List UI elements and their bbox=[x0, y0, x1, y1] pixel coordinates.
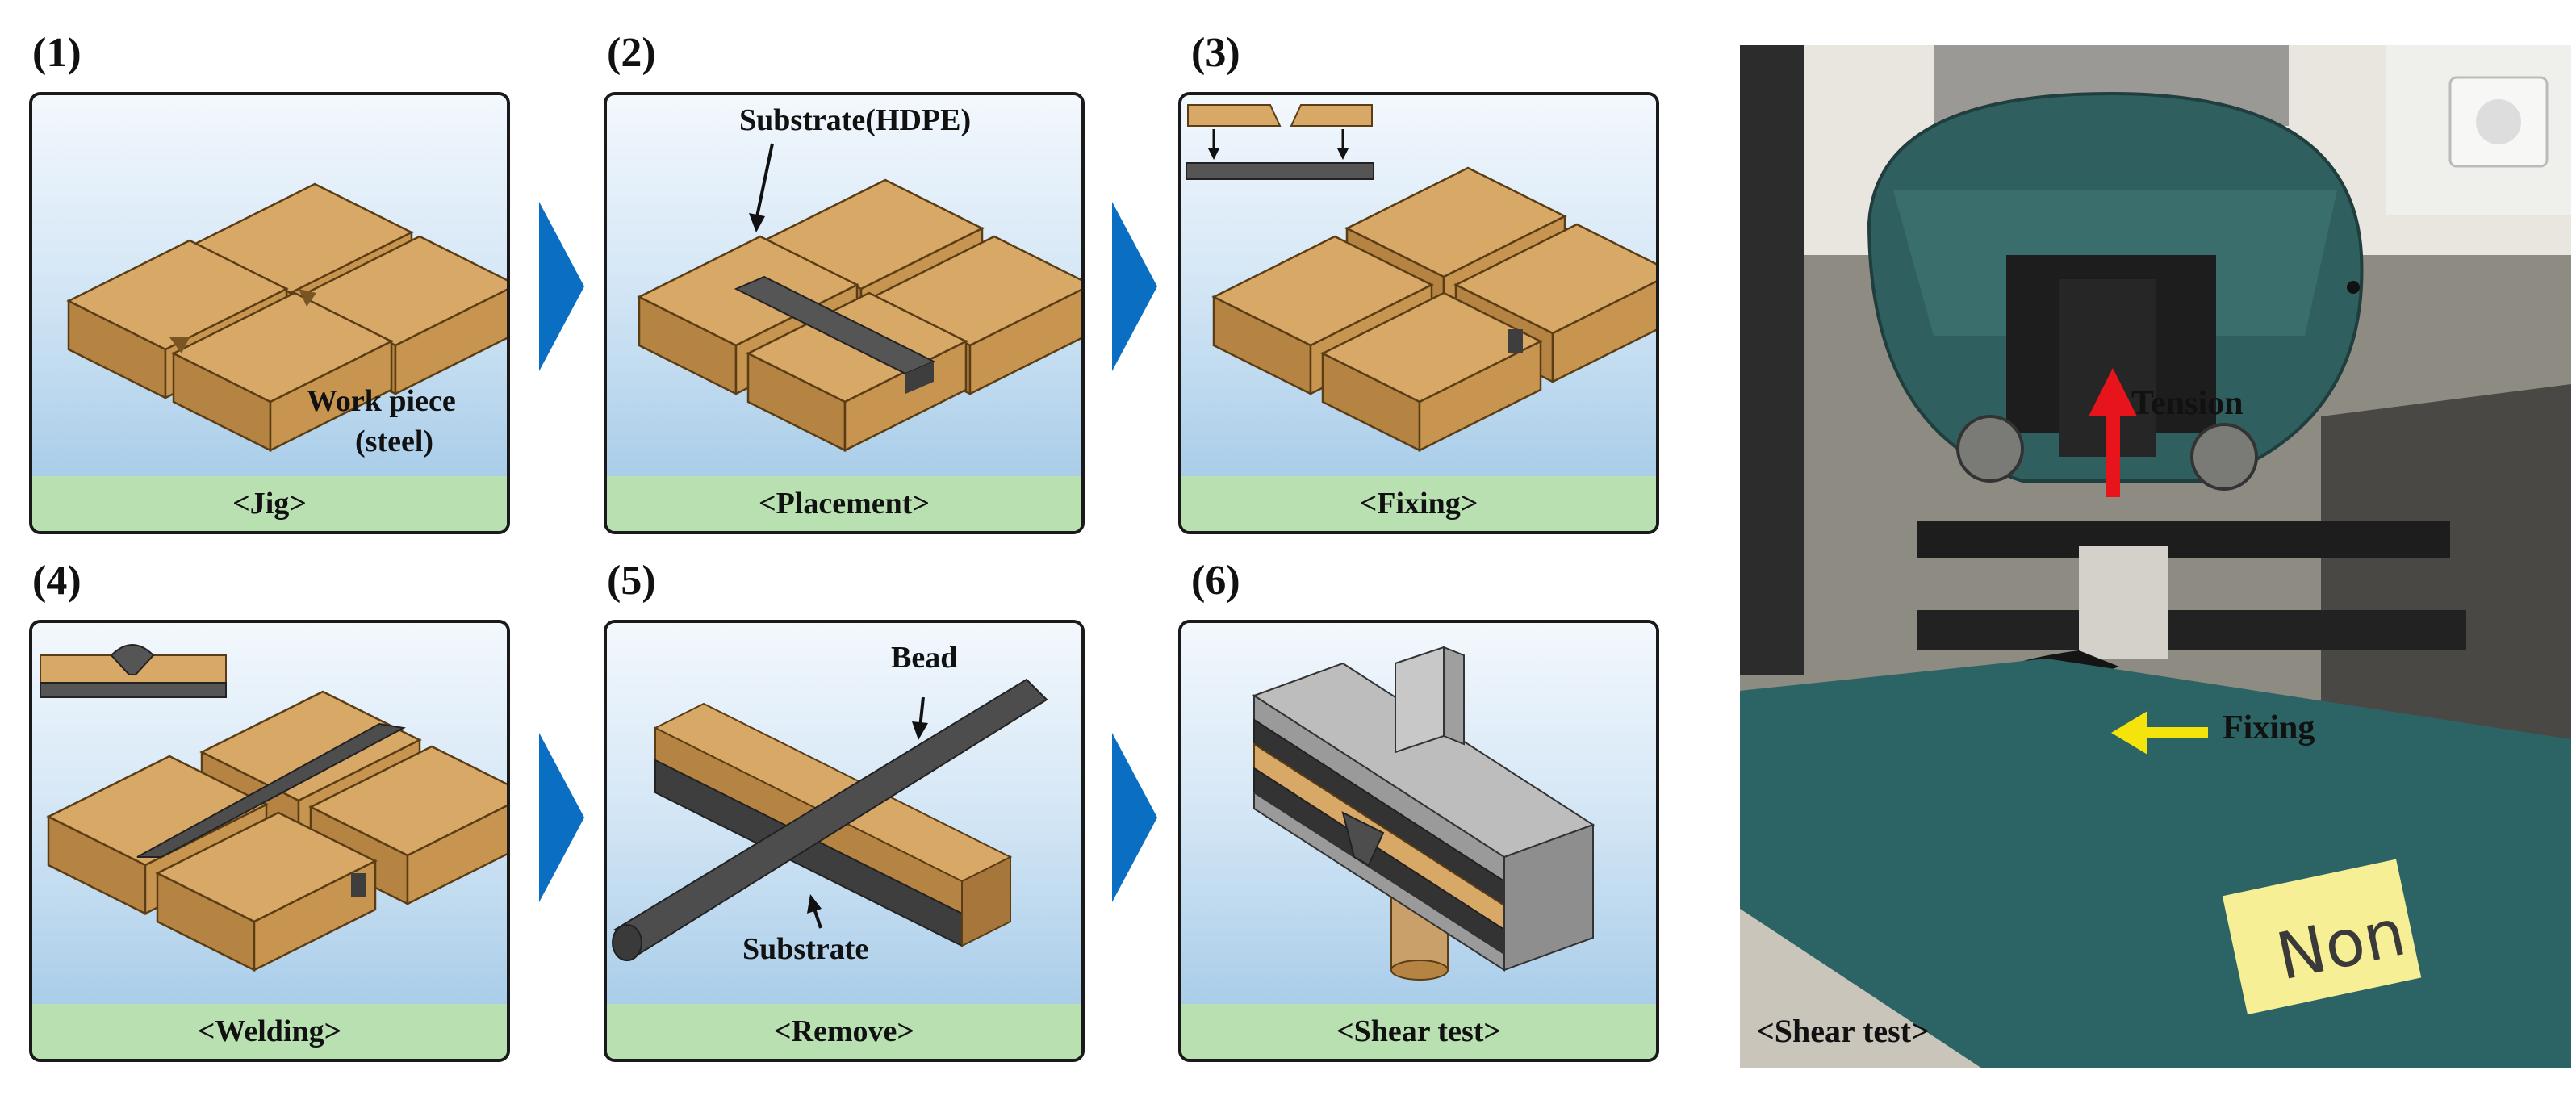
step-caption: <Shear test> bbox=[1181, 1004, 1656, 1059]
placement-illustration: Substrate(HDPE) bbox=[607, 95, 1081, 483]
next-arrow-icon bbox=[1112, 733, 1157, 902]
welding-illustration bbox=[32, 623, 507, 1010]
next-arrow-icon bbox=[539, 202, 584, 371]
tension-label: Tension bbox=[2131, 385, 2244, 422]
step-panel-placement: Substrate(HDPE) <Placement> bbox=[604, 92, 1085, 534]
work-piece-label: Work piece bbox=[307, 384, 456, 418]
step-number: (2) bbox=[607, 30, 656, 76]
step-caption: <Placement> bbox=[607, 476, 1081, 531]
step-caption: <Fixing> bbox=[1181, 476, 1656, 531]
step-panel-fixing: <Fixing> bbox=[1178, 92, 1659, 534]
fixing-label: Fixing bbox=[2223, 709, 2315, 746]
step-caption: <Remove> bbox=[607, 1004, 1081, 1059]
remove-illustration: Bead Substrate bbox=[607, 623, 1081, 1010]
step-caption: <Welding> bbox=[32, 1004, 507, 1059]
next-arrow-icon bbox=[539, 733, 584, 902]
step-number: (1) bbox=[32, 30, 82, 76]
step-panel-remove: Bead Substrate <Remove> bbox=[604, 620, 1085, 1062]
substrate-label: Substrate bbox=[742, 932, 869, 966]
step-panel-jig: Work piece (steel) <Jig> bbox=[29, 92, 510, 534]
fixing-illustration bbox=[1181, 95, 1656, 483]
jig-illustration: Work piece (steel) bbox=[32, 95, 507, 483]
step-number: (5) bbox=[607, 558, 656, 604]
next-arrow-icon bbox=[1112, 202, 1157, 371]
steel-label: (steel) bbox=[355, 424, 434, 458]
step-caption: <Jig> bbox=[32, 476, 507, 531]
bead-label: Bead bbox=[891, 641, 958, 675]
shear-test-photo: Tension Fixing Non <Shear test> bbox=[1740, 45, 2571, 1068]
photo-caption: <Shear test> bbox=[1756, 1013, 1930, 1049]
step-number: (4) bbox=[32, 558, 82, 604]
step-panel-shear-test: <Shear test> bbox=[1178, 620, 1659, 1062]
step-panel-welding: <Welding> bbox=[29, 620, 510, 1062]
step-number: (6) bbox=[1191, 558, 1240, 604]
step-number: (3) bbox=[1191, 30, 1240, 76]
shear-test-illustration bbox=[1181, 623, 1656, 1010]
substrate-hdpe-label: Substrate(HDPE) bbox=[739, 103, 972, 137]
